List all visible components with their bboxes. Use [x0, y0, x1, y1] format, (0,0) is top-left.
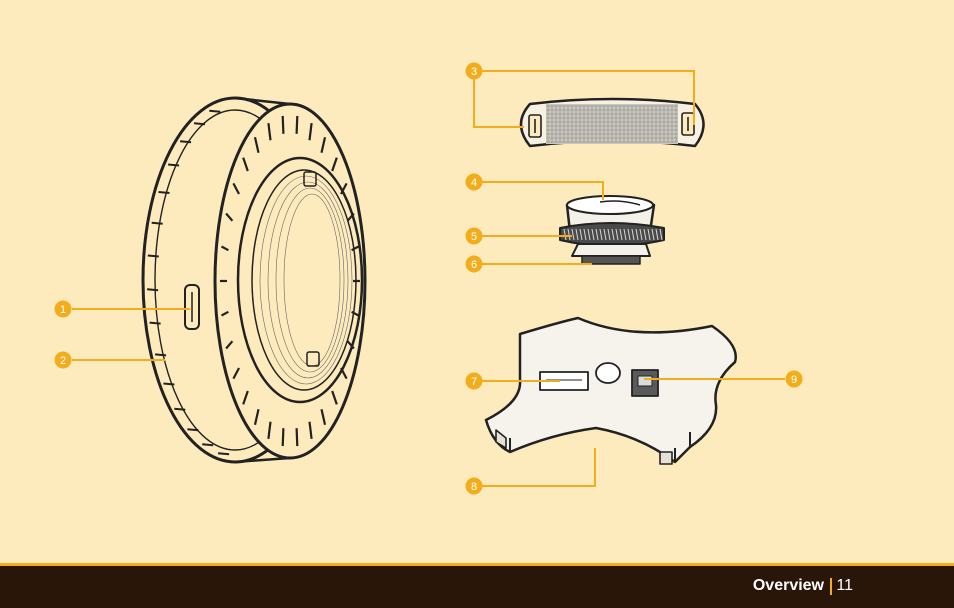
svg-text:5: 5	[471, 231, 477, 243]
callout-marker-3: 3	[466, 63, 483, 80]
svg-text:8: 8	[471, 481, 477, 493]
callout-marker-7: 7	[466, 373, 483, 390]
callout-marker-6: 6	[466, 256, 483, 273]
svg-text:2: 2	[60, 355, 66, 367]
stand-base-drawing	[486, 318, 736, 464]
svg-text:7: 7	[471, 376, 477, 388]
svg-text:1: 1	[60, 304, 66, 316]
callout-marker-9: 9	[786, 371, 803, 388]
callout-marker-1: 1	[55, 301, 72, 318]
svg-text:3: 3	[471, 66, 477, 78]
footer-divider	[830, 578, 832, 595]
callout-marker-4: 4	[466, 174, 483, 191]
callout-marker-5: 5	[466, 228, 483, 245]
ring-adapter-drawing	[143, 98, 365, 462]
callout-marker-2: 2	[55, 352, 72, 369]
section-title: Overview	[753, 577, 824, 595]
svg-text:4: 4	[471, 177, 477, 189]
callout-marker-8: 8	[466, 478, 483, 495]
page-number: 11	[836, 577, 853, 595]
svg-text:9: 9	[791, 374, 797, 386]
page-footer: Overview 11	[0, 563, 954, 608]
filter-band-drawing	[521, 99, 704, 146]
parts-illustration: 1 2 3 4 5 6 7 8 9	[0, 0, 954, 563]
shoe-mount-drawing	[560, 196, 664, 264]
svg-text:6: 6	[471, 259, 477, 271]
